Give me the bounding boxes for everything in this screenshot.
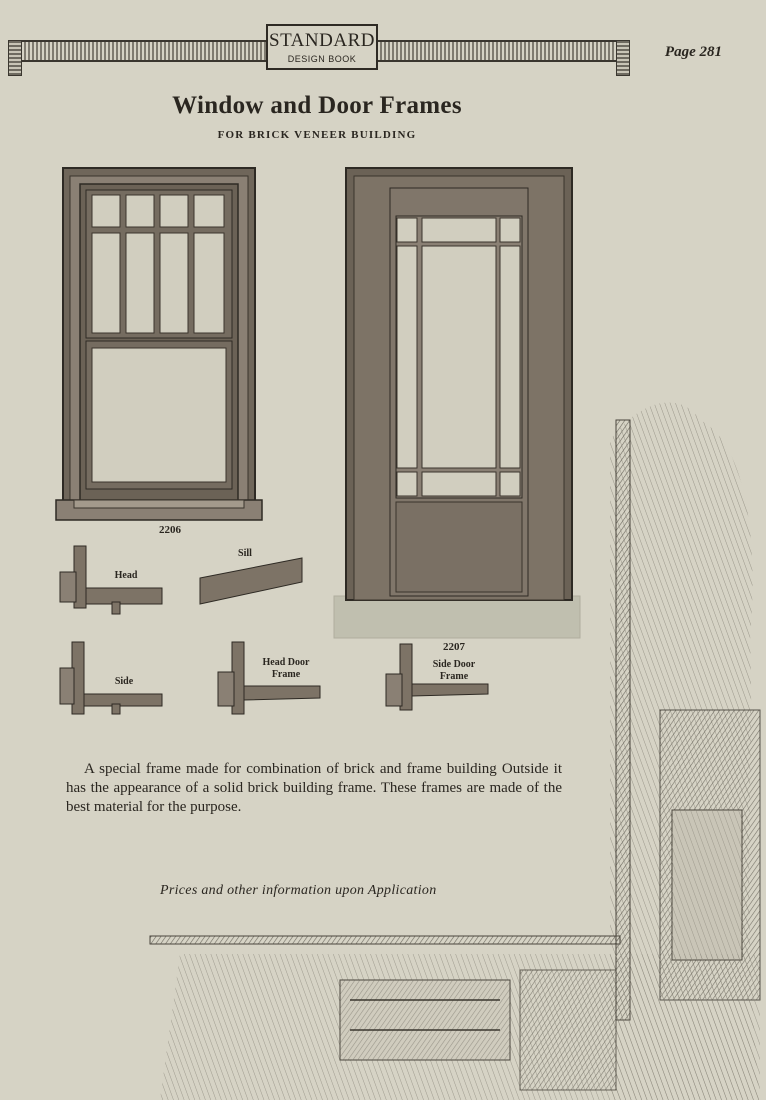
side-door-frame-label: Side Door Frame [418, 659, 490, 683]
door-illustration [333, 167, 581, 639]
side-door-frame-label-line2: Frame [439, 671, 469, 682]
window-number: 2206 [159, 524, 181, 536]
head-door-frame-label-line1: Head Door [262, 657, 310, 668]
standard-design-book-logo: STANDARD DESIGN BOOK [266, 24, 378, 70]
head-door-frame-label: Head Door Frame [250, 657, 322, 681]
door-number: 2207 [443, 641, 465, 653]
side-detail-drawing [59, 641, 163, 715]
side-label: Side [114, 676, 134, 687]
page-subtitle: FOR BRICK VENEER BUILDING [217, 129, 417, 141]
logo-title: STANDARD [269, 30, 375, 51]
head-detail-drawing [59, 545, 163, 615]
window-illustration [55, 167, 263, 521]
interior-sketch-illustration [149, 402, 761, 1100]
head-door-frame-label-line2: Frame [271, 669, 301, 680]
sill-detail-drawing [199, 557, 303, 605]
head-door-frame-drawing [217, 641, 321, 715]
logo-subtitle: DESIGN BOOK [287, 54, 357, 64]
header-banner: STANDARD DESIGN BOOK [8, 24, 630, 76]
page-title: Window and Door Frames [172, 92, 462, 119]
description-paragraph: A special frame made for combination of … [66, 761, 562, 815]
description: A special frame made for combination of … [66, 760, 562, 817]
sill-label: Sill [238, 548, 252, 559]
banner-right-post [616, 40, 630, 76]
side-door-frame-label-line1: Side Door [432, 659, 476, 670]
page-number: Page 281 [664, 44, 722, 60]
head-label: Head [114, 570, 138, 581]
banner-left-post [8, 40, 22, 76]
prices-note: Prices and other information upon Applic… [160, 883, 437, 898]
side-door-frame-drawing [385, 643, 489, 711]
